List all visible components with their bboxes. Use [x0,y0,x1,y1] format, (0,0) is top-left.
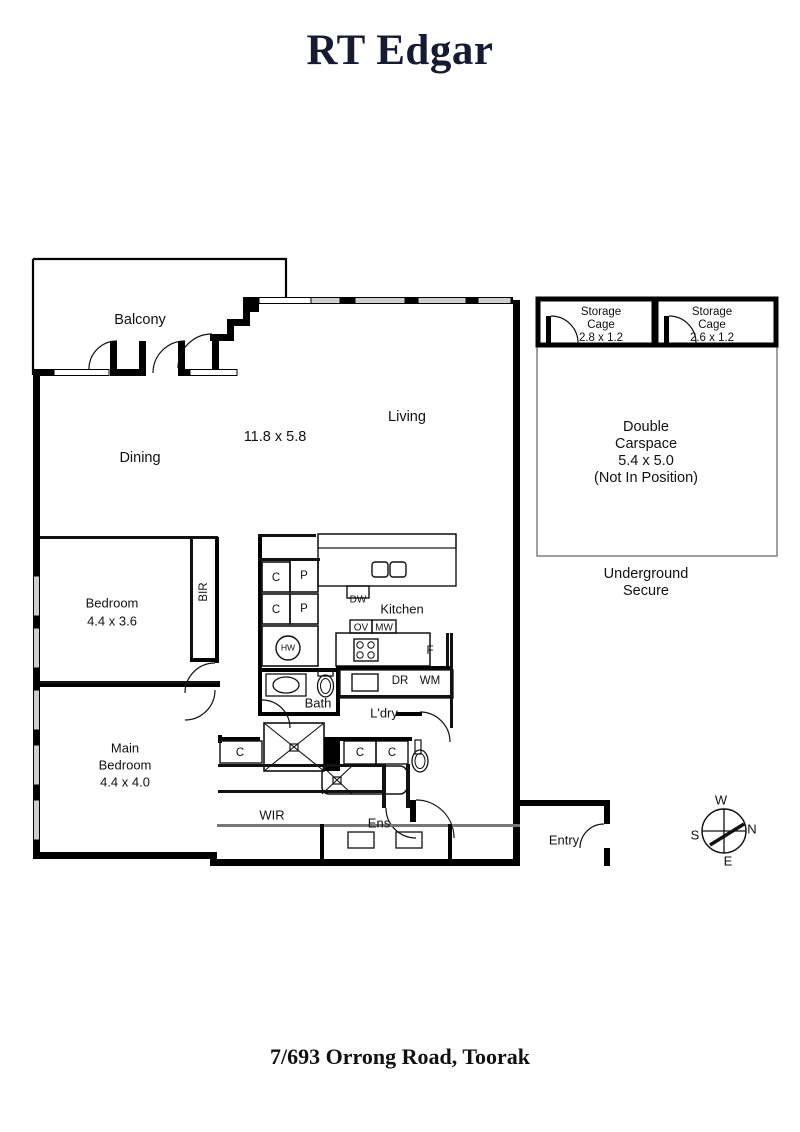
room-label-wir: WIR [259,807,284,822]
fixture-label-hot-water: HW [281,642,296,652]
fixture-label-washing-machine: WM [420,675,440,687]
fixture-label-pantry-2: P [300,603,308,615]
carspace-line1: Double [623,419,669,435]
carspace-line2: Carspace [615,436,677,452]
left-exterior-windows [33,575,40,841]
carspace-note: (Not In Position) [594,470,698,486]
page-title: RT Edgar [306,27,494,74]
balcony-outline [31,257,288,375]
storage-cage-right-line2: Cage [698,319,726,331]
service-core-walls [258,534,340,729]
fixture-label-microwave: MW [375,623,393,634]
storage-cage-left-dimensions: 2.8 x 1.2 [579,332,623,344]
fixture-label-fridge: F [426,645,433,657]
fixture-label-cupboard-2: C [272,604,280,616]
dimension-bedroom2: 4.4 x 3.6 [87,613,137,628]
storage-cage-right-line1: Storage [692,306,732,318]
room-label-ens: Ens [368,815,391,830]
kitchen-fixtures [317,533,457,670]
dimension-main-bedroom: 4.4 x 4.0 [100,774,150,789]
wir-ensuite [217,722,520,866]
room-label-bir: BIR [198,582,210,601]
room-label-entry: Entry [549,832,580,847]
compass-label-south: S [691,827,700,842]
compass-label-north: N [747,821,756,836]
bedroom-bir [184,537,219,721]
fixture-label-dishwasher: DW [350,595,367,606]
balcony-partition [33,297,312,376]
storage-cage-left-line2: Cage [587,319,615,331]
compass-label-east: E [724,853,733,868]
fixture-label-dryer: DR [392,675,409,687]
storage-cage-right-dimensions: 2.6 x 1.2 [690,332,734,344]
storage-cage-left-line1: Storage [581,306,621,318]
room-label-main-bedroom-2: Bedroom [99,757,152,772]
room-label-kitchen: Kitchen [380,601,423,616]
fixture-label-pantry-1: P [300,570,308,582]
carspace-dimensions: 5.4 x 5.0 [618,453,674,469]
interior-partitions [40,536,220,687]
fixture-label-ldry-cupboard-2: C [388,747,396,759]
room-label-dining: Dining [119,450,160,466]
garage-footer-line1: Underground [604,566,689,582]
fixture-label-wir-cupboard: C [236,747,244,759]
fixture-label-ldry-cupboard-1: C [356,747,364,759]
garage-block [535,296,779,557]
garage-footer-line2: Secure [623,583,669,599]
fixture-label-cupboard-1: C [272,572,280,584]
room-label-main-bedroom-1: Main [111,740,139,755]
room-label-balcony: Balcony [114,312,166,328]
room-label-laundry: L'dry [370,705,398,720]
entry-door [579,823,605,849]
laundry-fixtures [339,669,454,743]
room-label-bedroom2: Bedroom [86,595,139,610]
compass-rose [701,808,747,854]
dimension-dining: 11.8 x 5.8 [244,429,307,445]
fixture-label-oven: OV [354,623,369,634]
living-windows [289,297,512,304]
address-caption: 7/693 Orrong Road, Toorak [270,1044,530,1069]
room-label-bath: Bath [305,695,332,710]
compass-label-west: W [715,792,728,807]
room-label-living: Living [388,409,426,425]
